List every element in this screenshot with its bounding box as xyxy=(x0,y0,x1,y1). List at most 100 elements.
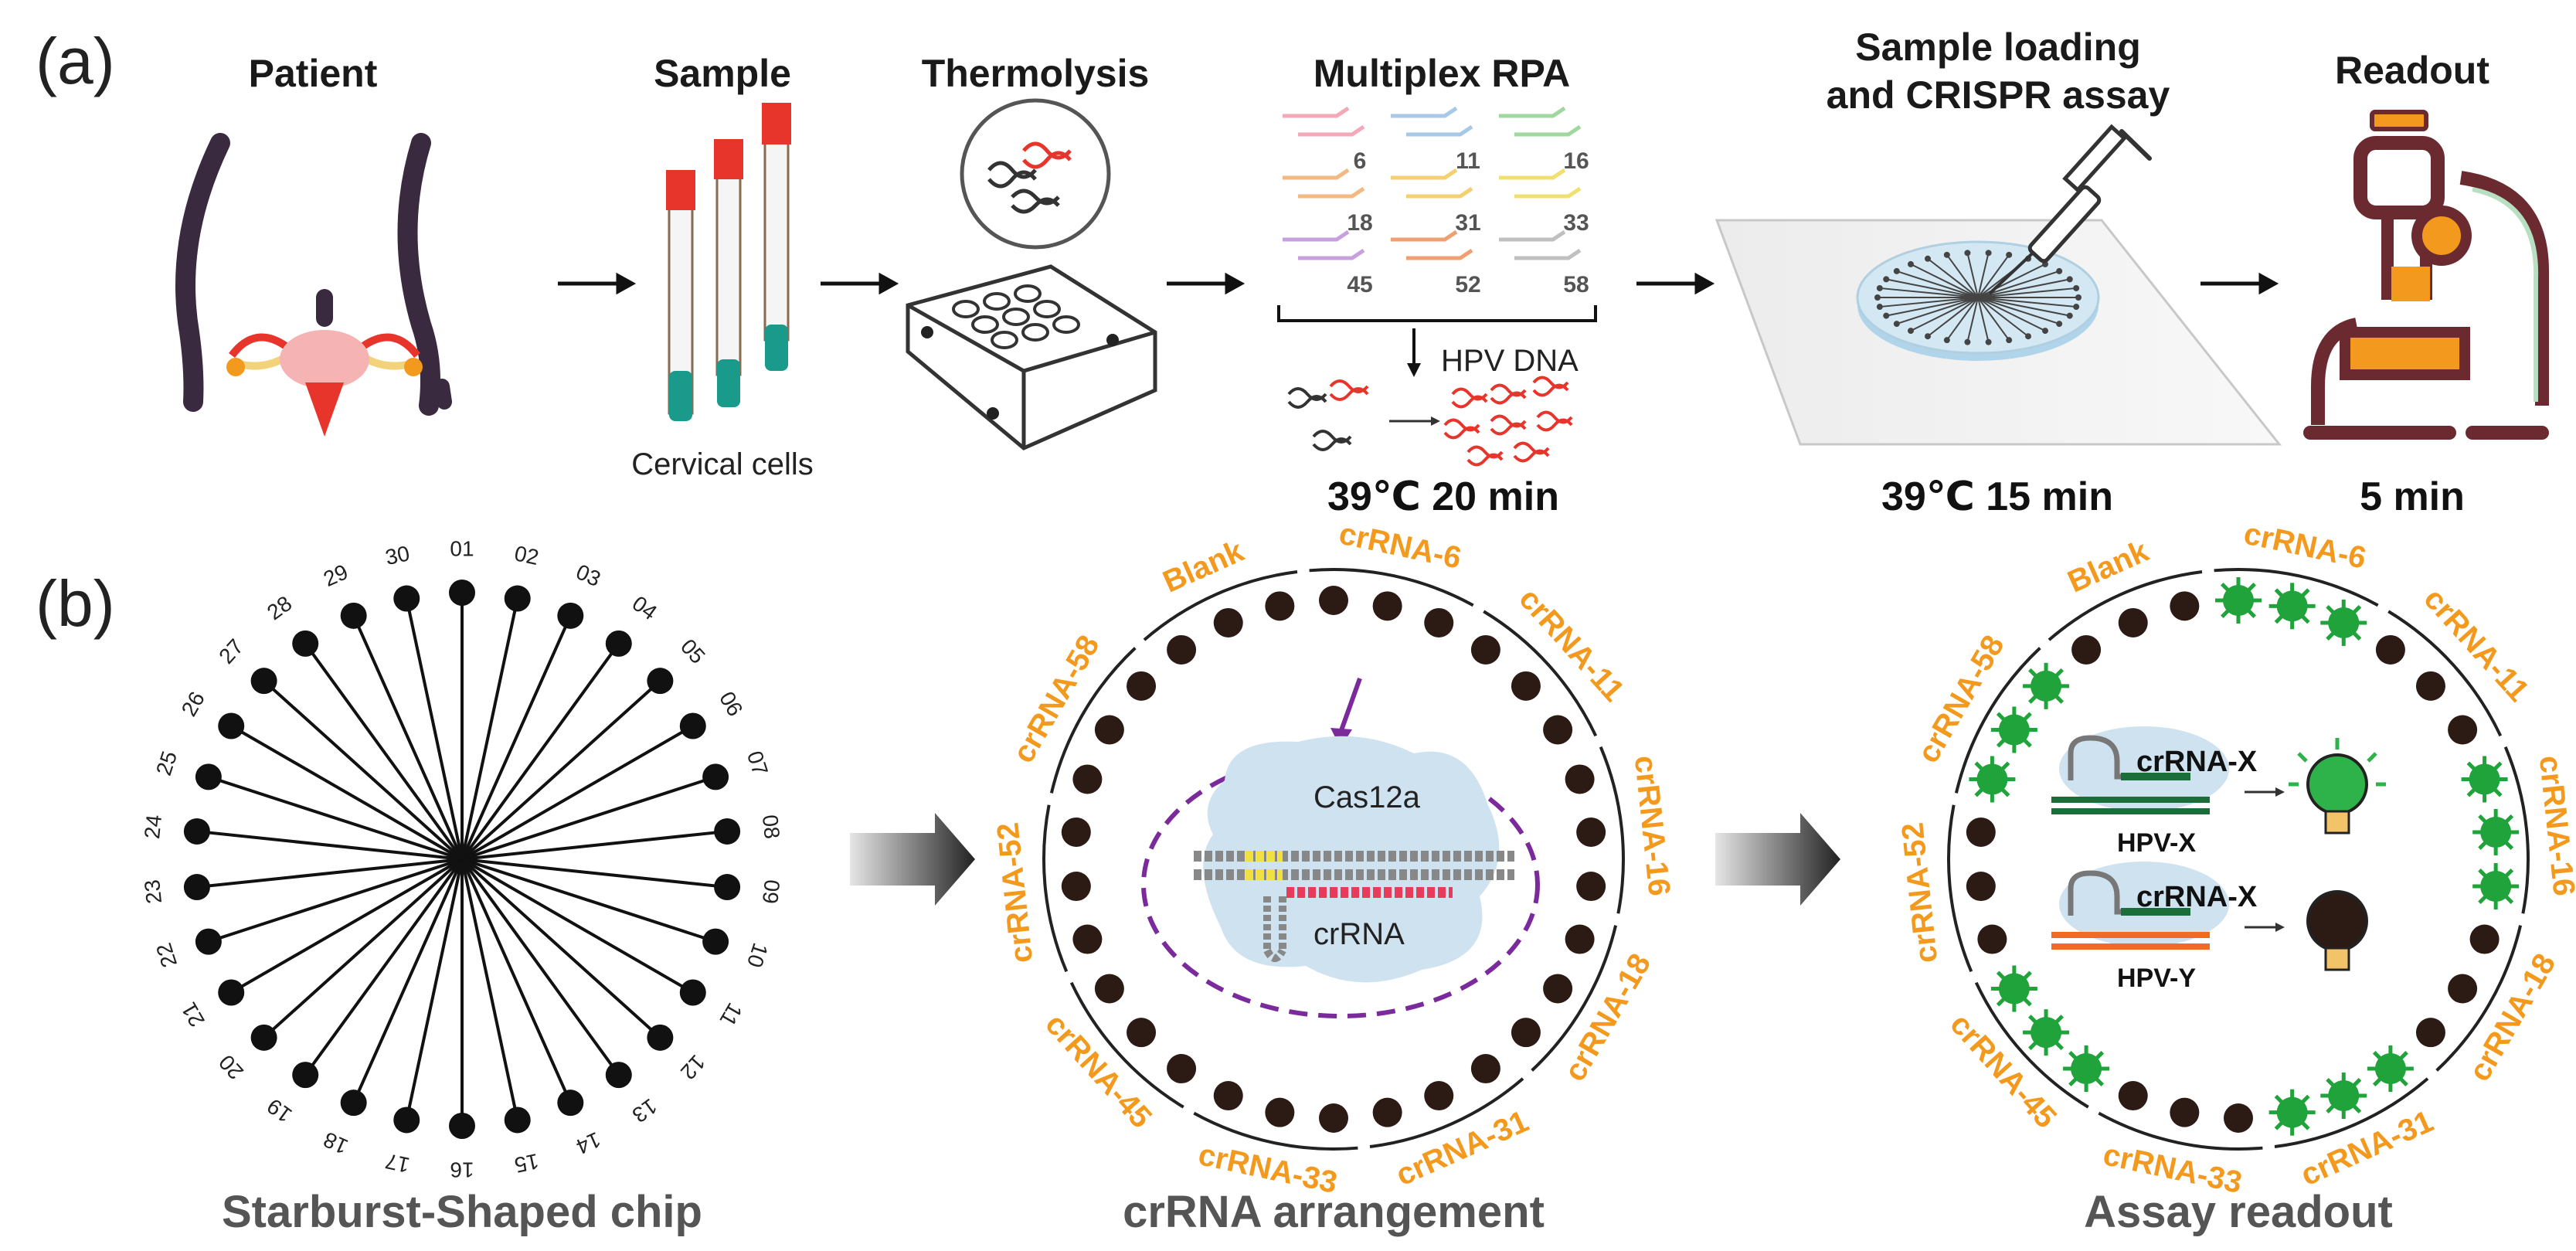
ring-arc xyxy=(1042,804,1069,973)
chip-port xyxy=(2073,284,2080,291)
readout-label: Blank xyxy=(2063,534,2154,600)
ring-well xyxy=(1565,764,1595,794)
chip-channel xyxy=(460,598,519,860)
caption-arrangement: crRNA arrangement xyxy=(1123,1187,1545,1237)
chip-port xyxy=(504,585,531,612)
chip-channel xyxy=(230,724,463,861)
chip-spoke xyxy=(1886,297,1979,317)
positive-signal-icon xyxy=(2367,1045,2414,1093)
ring-well xyxy=(1470,634,1500,665)
dna-copy xyxy=(1490,422,1527,436)
ring-well xyxy=(1127,1018,1157,1048)
chip-spoke xyxy=(1977,297,1990,342)
step-sample-title: Sample xyxy=(654,52,791,95)
readout-label: crRNA-52 xyxy=(1895,821,1944,964)
dna-copy xyxy=(1513,449,1550,463)
chip-channel xyxy=(460,858,661,1039)
chip-channel xyxy=(263,679,464,861)
chip-port xyxy=(1874,294,1881,301)
chip-spoke xyxy=(1879,287,1979,298)
chip-port xyxy=(1925,333,1931,340)
port-number: 14 xyxy=(573,1127,604,1159)
chip-port xyxy=(195,763,222,790)
signal-core xyxy=(2480,871,2512,903)
chip-channel xyxy=(460,858,694,994)
ring-well xyxy=(1470,1054,1500,1084)
chip-channel xyxy=(304,858,464,1076)
chip-channel xyxy=(461,858,716,943)
chip-port xyxy=(340,602,367,629)
chip-channel xyxy=(461,829,728,861)
port-number: 07 xyxy=(743,748,773,778)
ring-well xyxy=(2118,1081,2148,1111)
chip-channel xyxy=(405,598,464,860)
ring-well xyxy=(1319,1103,1348,1133)
flow-arrows xyxy=(558,272,2279,295)
port-number: 06 xyxy=(715,688,747,720)
port-number: 19 xyxy=(263,1094,296,1127)
chip-spoke xyxy=(1977,297,2046,331)
ring-well xyxy=(1511,671,1541,701)
positive-signal-icon xyxy=(2320,1073,2367,1120)
ring-arc xyxy=(2387,610,2503,737)
chip-channel xyxy=(196,858,463,889)
ring-well xyxy=(2415,1018,2445,1048)
chip-port xyxy=(2066,312,2073,319)
ring-well xyxy=(2170,591,2200,621)
port-number: 01 xyxy=(450,536,474,560)
ring-well xyxy=(1072,924,1103,954)
chip-port xyxy=(218,979,245,1006)
ring-well xyxy=(1213,1081,1243,1111)
panel-b-letter: (b) xyxy=(36,567,115,640)
chip-port xyxy=(679,979,706,1006)
chip-port xyxy=(679,712,706,739)
rpa-type-label: 16 xyxy=(1563,148,1589,174)
port-number: 04 xyxy=(628,591,661,624)
sample-note: Cervical cells xyxy=(631,447,814,481)
ring-arc xyxy=(1531,925,1618,1072)
rpa-down-arrow xyxy=(1407,363,1421,377)
chip-channel xyxy=(460,615,573,860)
port-number: 26 xyxy=(177,688,209,720)
primer-strand xyxy=(1391,168,1458,180)
ring-arc xyxy=(2098,1111,2263,1151)
port-number: 20 xyxy=(214,1050,248,1084)
chip-channel xyxy=(460,724,694,861)
port-number: 17 xyxy=(383,1149,412,1178)
positive-target-label: HPV-X xyxy=(2117,828,2196,858)
chip-port xyxy=(2006,337,2013,344)
rpa-type-label: 45 xyxy=(1347,272,1372,297)
sample-tubes-icon xyxy=(666,103,791,421)
arrangement-label: Blank xyxy=(1158,534,1249,600)
ring-well xyxy=(1213,607,1243,637)
primer-strand xyxy=(1406,124,1473,137)
chip-port xyxy=(1876,304,1883,311)
chip-channel xyxy=(352,858,464,1103)
primer-strand xyxy=(1391,229,1458,242)
ring-well xyxy=(2469,924,2500,954)
crrna-label: crRNA xyxy=(1313,917,1405,951)
port-number: 28 xyxy=(263,591,296,624)
ring-arc xyxy=(2503,746,2530,914)
primer-strand xyxy=(1514,248,1582,260)
chip-port xyxy=(250,1024,277,1051)
positive-signal-icon xyxy=(2063,1045,2110,1093)
chip-port xyxy=(557,602,584,629)
assay-condition: 39℃ 15 min xyxy=(1881,474,2113,519)
port-number: 30 xyxy=(383,541,412,569)
chip-spoke xyxy=(1910,297,1979,331)
ring-well xyxy=(1265,1097,1295,1127)
panel-b-arrows xyxy=(850,813,1840,906)
ring-arc xyxy=(2435,925,2523,1072)
signal-core xyxy=(1998,973,2030,1005)
amplified-dna-icon xyxy=(1443,376,1573,467)
chip-port xyxy=(1964,338,1971,345)
signal-core xyxy=(2276,1096,2308,1128)
ring-arc xyxy=(1049,647,1137,794)
chip-port xyxy=(292,630,319,657)
port-number: 24 xyxy=(140,814,166,840)
primer-strand xyxy=(1499,168,1566,180)
chip-port xyxy=(1883,312,1890,319)
port-number: 10 xyxy=(743,940,773,971)
